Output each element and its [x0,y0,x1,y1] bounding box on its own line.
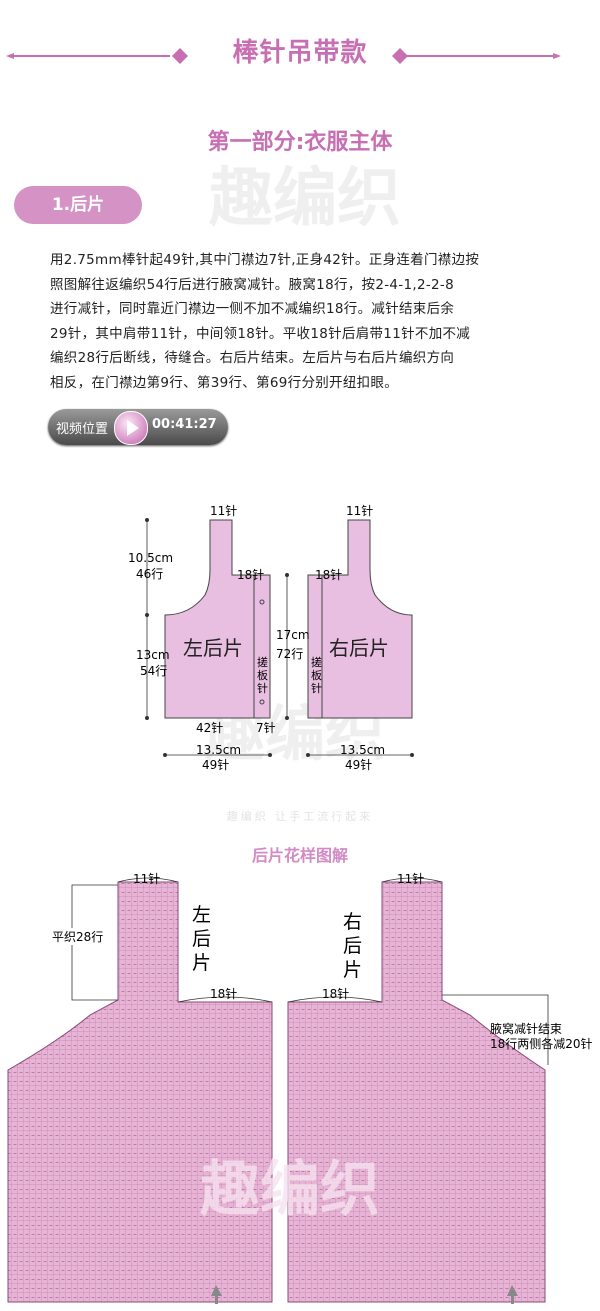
chart-right-strap-st: 11针 [397,872,425,886]
upper-rows: 46行 [136,567,164,581]
knitting-chart: 趣编织 [7,877,549,1304]
chart-right-label: 右后片 [343,911,363,981]
title-banner: 棒针吊带款 [0,28,600,78]
part-label: 1.后片 [14,186,142,224]
left-placket-note: 搓板针 [257,656,268,695]
video-position-button[interactable]: 视频位置 00:41:27 [48,409,228,445]
upper-cm: 10.5cm [128,551,174,565]
right-neck-st: 18针 [315,568,343,582]
title-ornament [6,48,561,64]
instruction-line: 相反，在门襟边第9行、第39行、第69行分别开纽扣眼。 [50,374,399,391]
svg-text:趣编织: 趣编织 [200,1155,380,1225]
right-chart-grid [287,881,546,1303]
instructions: 用2.75mm棒针起49针,其中门襟边7针,正身42针。正身连着门襟边按 照图解… [50,248,560,395]
schematic-diagram: 趣编织 [145,518,414,770]
watermark-slogan: 趣编织 让手工流行起来 [226,810,374,823]
left-width-st: 49针 [202,758,230,772]
right-piece-label: 右后片 [329,636,389,660]
right-back-piece [307,519,413,719]
section-title: 第一部分:衣服主体 [207,130,393,155]
chart-right-neck-st: 18针 [322,987,350,1001]
chart-left-neck-st: 18针 [210,987,238,1001]
instruction-line: 29针，其中肩带11针，中间领18针。平收18针后肩带11针不加不减 [50,325,471,342]
chart-title: 后片花样图解 [251,846,348,865]
left-neck-st: 18针 [237,568,265,582]
page-title: 棒针吊带款 [232,38,368,68]
svg-text:趣编织: 趣编织 [209,162,401,236]
chart-note-line1: 腋窝减针结束 [490,1022,563,1036]
placket-rows: 72行 [276,647,304,661]
right-placket-note: 搓板针 [311,656,322,695]
right-width-cm: 13.5cm [340,743,386,757]
chart-left-label: 左后片 [192,904,212,974]
instruction-line: 照图解往返编织54行后进行腋窝减针。腋窝18行，按2-4-1,2-2-8 [50,276,454,293]
play-icon[interactable] [114,411,148,445]
body-st: 42针 [196,721,224,735]
right-strap-st: 11针 [346,504,374,518]
placket-st: 7针 [256,721,276,735]
left-strap-st: 11针 [210,504,238,518]
left-piece-label: 左后片 [183,636,243,660]
placket-cm: 17cm [276,628,310,642]
video-label: 视频位置 [56,422,109,437]
instruction-line: 进行减针，同时靠近门襟边一侧不加不减编织18行。减针结束后余 [50,301,455,317]
left-back-piece [164,519,271,719]
watermark-logo: 趣编织 [209,162,401,236]
chart-left-strap-st: 11针 [133,872,161,886]
video-timestamp: 00:41:27 [152,417,217,432]
instruction-line: 编织28行后断线，待缝合。右后片结束。左后片与右后片编织方向 [50,350,455,366]
chart-rows-note: 平织28行 [52,928,104,945]
left-width-cm: 13.5cm [196,743,242,757]
lower-rows: 54行 [140,664,168,678]
instruction-line: 用2.75mm棒针起49针,其中门襟边7针,正身42针。正身连着门襟边按 [50,252,480,268]
right-width-st: 49针 [345,758,373,772]
left-chart-grid [7,881,273,1303]
chart-note-line2: 18行两侧各减20针 [490,1037,593,1051]
lower-cm: 13cm [136,648,170,662]
